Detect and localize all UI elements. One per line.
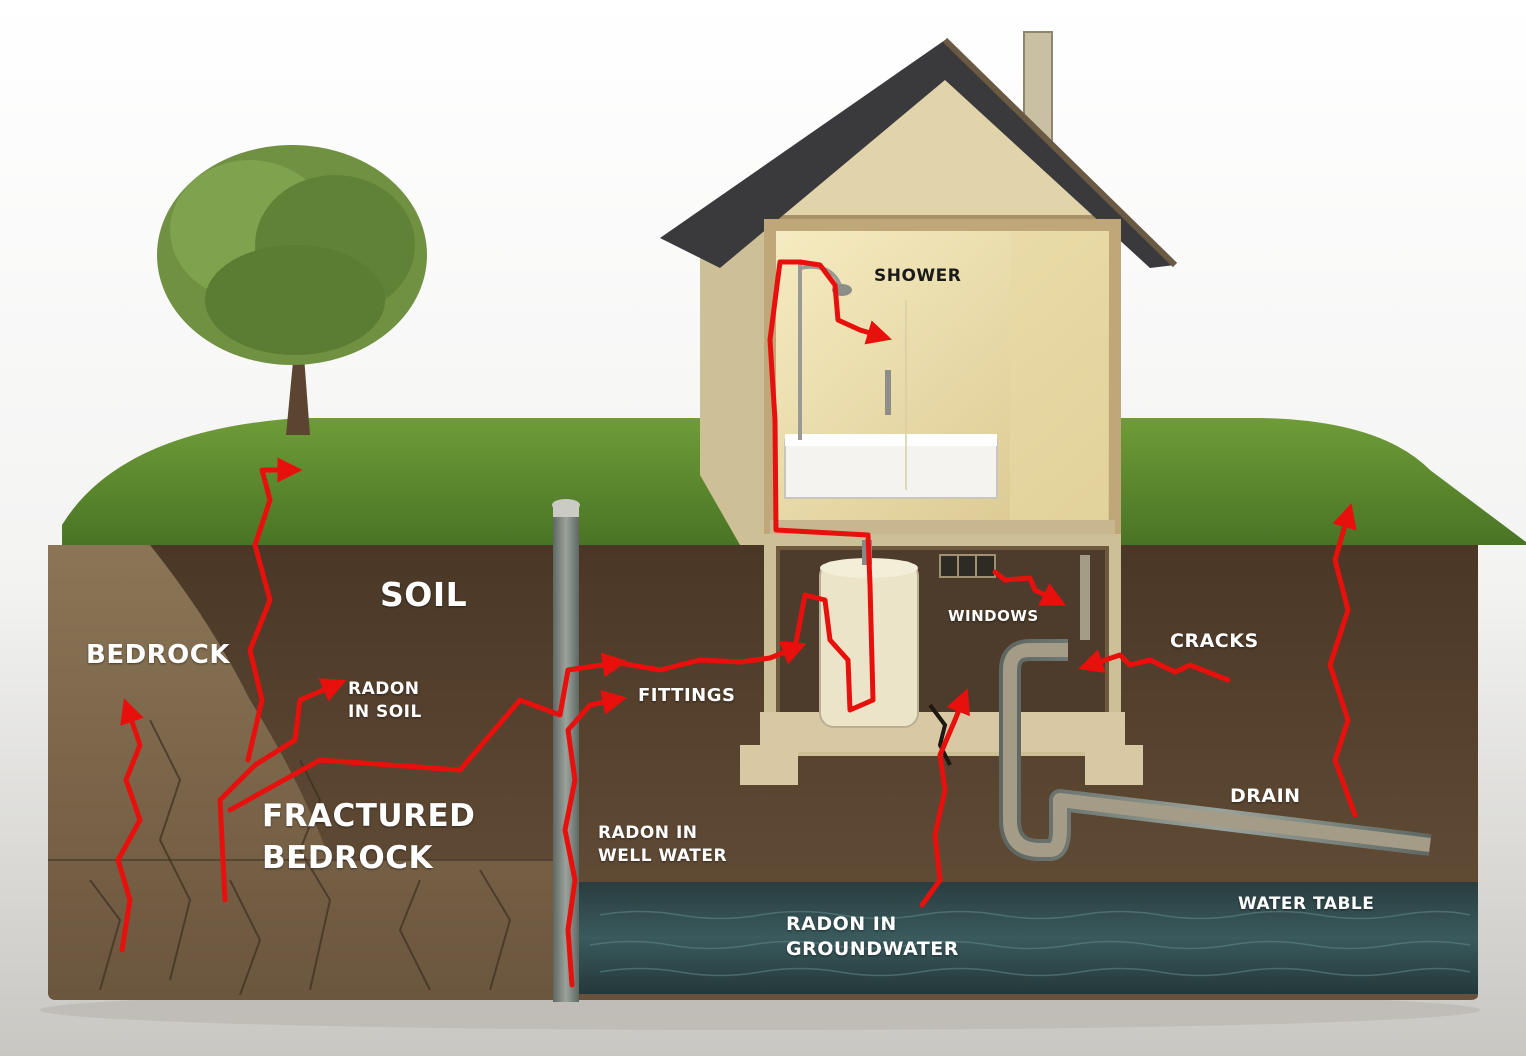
label-shower: SHOWER [874, 266, 962, 286]
label-radon-in-groundwater-line2: GROUNDWATER [786, 938, 959, 960]
roof [660, 40, 1175, 268]
arrow-radon-in-soil [217, 678, 347, 903]
tree-icon [157, 145, 427, 435]
arrow-well-fittings [562, 690, 628, 988]
label-fractured-bedrock-line1: FRACTURED [262, 798, 476, 834]
label-water-table: WATER TABLE [1238, 894, 1375, 914]
arrow-groundwater-crack [919, 688, 970, 908]
label-radon-in-well-water-line1: RADON IN [598, 823, 698, 843]
label-radon-in-groundwater: RADON IN GROUNDWATER [786, 912, 959, 962]
label-radon-in-soil: RADON IN SOIL [348, 678, 422, 724]
bedrock-fractures [89, 719, 512, 996]
label-radon-in-well-water-line2: WELL WATER [598, 846, 728, 866]
arrow-to-fittings [227, 652, 628, 813]
bedrock-region [48, 545, 560, 1000]
arrow-cracks [1078, 649, 1231, 683]
arrow-drain-to-surface [1327, 502, 1358, 818]
label-soil: SOIL [380, 575, 468, 614]
label-fractured-bedrock-line2: BEDROCK [262, 840, 434, 876]
label-bedrock: BEDROCK [86, 640, 231, 670]
label-cracks: CRACKS [1170, 630, 1259, 652]
label-windows: WINDOWS [948, 607, 1039, 625]
label-fittings: FITTINGS [638, 685, 736, 706]
radon-arrows [115, 259, 1358, 988]
arrow-fittings-to-heater [617, 641, 807, 673]
label-radon-in-soil-line1: RADON [348, 679, 420, 699]
drain-pipe-icon [999, 555, 1432, 861]
arrow-fractured-to-surface [245, 457, 303, 763]
basement-window [939, 554, 996, 578]
label-fractured-bedrock: FRACTURED BEDROCK [262, 795, 475, 879]
arrow-heater-loop [767, 259, 876, 713]
bathtub-icon [784, 434, 998, 499]
arrow-shower [797, 259, 892, 345]
arrow-bedrock [115, 698, 144, 953]
label-radon-in-groundwater-line1: RADON IN [786, 913, 897, 935]
label-drain: DRAIN [1230, 785, 1301, 807]
well-pipe-icon [552, 499, 580, 1002]
label-radon-in-soil-line2: IN SOIL [348, 702, 422, 722]
arrow-windows [992, 569, 1067, 606]
label-radon-in-well-water: RADON IN WELL WATER [598, 822, 727, 868]
